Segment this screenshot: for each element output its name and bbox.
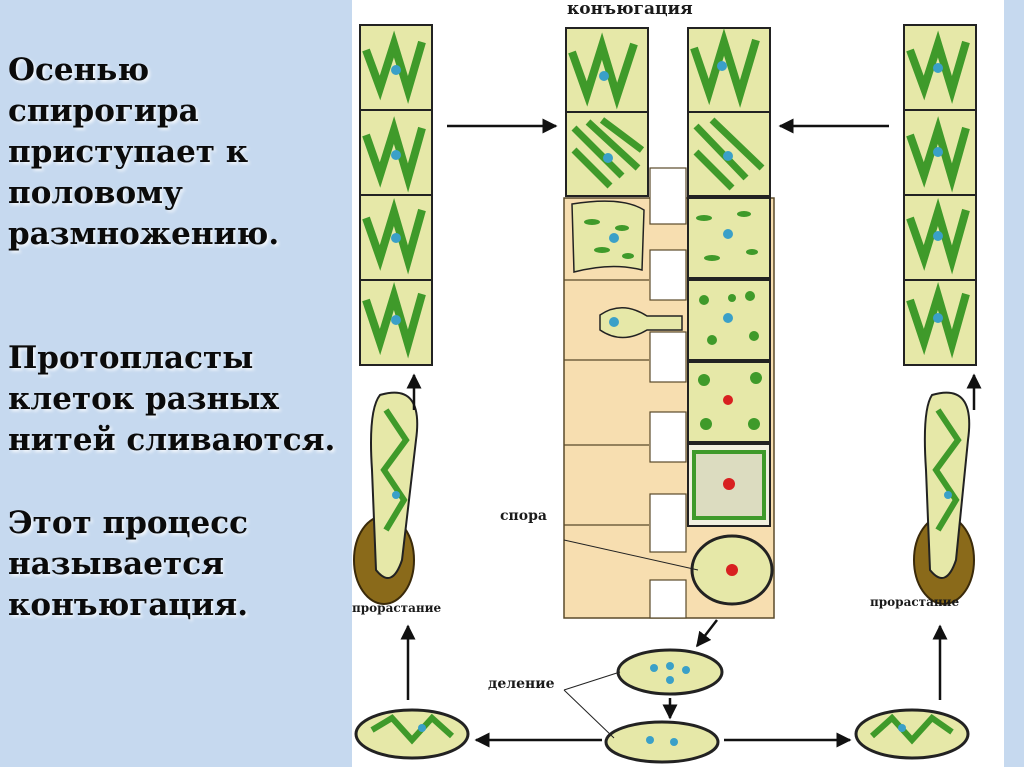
- diagram-title: конъюгация: [567, 0, 693, 19]
- spirogyra-conjugation-diagram: конъюгация: [352, 0, 1004, 767]
- right-germinating-cyst: [913, 391, 975, 605]
- flow-arrows: [400, 118, 982, 748]
- label-germination-left: прорастание: [352, 601, 442, 615]
- right-bottom-cell: [854, 708, 970, 760]
- zygote-division-stage-top: [616, 648, 724, 696]
- tube-windows: [649, 167, 687, 619]
- label-division: деление: [488, 676, 555, 692]
- right-margin-strip: [1004, 0, 1024, 767]
- tube-dividers: [564, 279, 649, 526]
- zygote-division-stage-bottom: [604, 720, 720, 764]
- label-spore: спора: [500, 508, 547, 524]
- right-filament: [903, 24, 977, 366]
- left-germinating-cyst: [353, 391, 419, 605]
- text-panel: Осенью спирогира приступает к половому р…: [0, 0, 352, 767]
- conjugating-filament-b: [687, 27, 774, 606]
- paragraph-autumn: Осенью спирогира приступает к половому р…: [8, 52, 280, 252]
- paragraph-protoplasts: Протопласты клеток разных нитей сливаютс…: [8, 340, 336, 458]
- paragraph-conjugation: Этот процесс называется конъюгация.: [8, 505, 248, 623]
- left-filament: [359, 24, 433, 366]
- diagram-svg: конъюгация: [352, 0, 982, 764]
- label-pointers: [563, 539, 699, 739]
- label-germination-right: прорастание: [870, 595, 960, 609]
- conjugating-filament-a: [565, 27, 683, 339]
- left-bottom-cell: [354, 708, 470, 760]
